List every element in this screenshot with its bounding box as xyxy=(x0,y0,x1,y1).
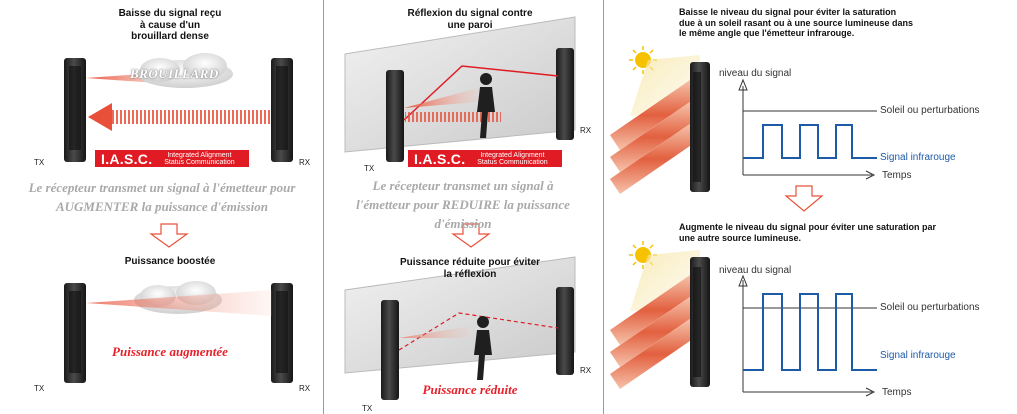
person-icon xyxy=(477,73,495,138)
panel1-title-line: brouillard dense xyxy=(131,31,209,42)
tx-label: TX xyxy=(364,164,375,173)
rx-sensor-icon xyxy=(271,283,293,383)
panel2-title-line: une paroi xyxy=(447,19,493,31)
infrared-beam xyxy=(610,80,700,194)
iasc-badge-name: I.A.S.C. xyxy=(101,150,153,167)
iasc-badge-line: Integrated Alignment xyxy=(480,151,545,159)
y-axis-label: niveau du signal xyxy=(719,68,792,79)
panel2-caption: Le récepteur transmet un signal à l'émet… xyxy=(325,176,601,233)
feedback-signal xyxy=(405,112,501,122)
iasc-badge-name: I.A.S.C. xyxy=(414,150,466,167)
caption-line: Le récepteur transmet un signal à l'émet… xyxy=(28,180,296,195)
tx-label: TX xyxy=(34,384,45,393)
down-arrow-icon xyxy=(784,185,824,212)
panel3-title-line: Baisse le niveau du signal pour éviter l… xyxy=(679,7,897,17)
panel2-subtitle: Puissance réduite pour éviter la réflexi… xyxy=(375,257,565,280)
signal-beam xyxy=(404,88,478,108)
panel3-title-line: due à un soleil rasant ou à une source l… xyxy=(679,17,914,28)
tx-sensor-icon xyxy=(381,300,399,400)
wall xyxy=(344,16,576,153)
panel2-subtitle-line: la réflexion xyxy=(443,268,497,280)
ir-sensor-icon xyxy=(690,257,710,387)
panel1-title: Baisse du signal reçu à cause d'un broui… xyxy=(100,8,240,43)
panel1-result: Puissance augmentée xyxy=(112,344,228,359)
iasc-badge-line: Status Communication xyxy=(164,158,235,166)
panel1-caption: Le récepteur transmet un signal à l'émet… xyxy=(2,178,322,216)
rx-sensor-icon xyxy=(271,58,293,162)
iasc-badge-desc: Integrated Alignment Status Communicatio… xyxy=(158,152,240,166)
iasc-badge: I.A.S.C. Integrated Alignment Status Com… xyxy=(95,150,249,167)
sun-label: Soleil ou perturbations xyxy=(880,105,980,116)
infrared-beam xyxy=(610,275,700,389)
caption-line: l'émetteur pour REDUIRE la puissance xyxy=(356,197,570,212)
panel2-subtitle-line: Puissance réduite pour éviter xyxy=(399,257,541,268)
panel3-subtitle: Augmente le niveau du signal pour éviter… xyxy=(679,222,1017,243)
iasc-badge-desc: Integrated Alignment Status Communicatio… xyxy=(471,152,553,166)
fog-cloud-icon xyxy=(137,53,233,88)
down-arrow-icon xyxy=(149,223,189,248)
ir-signal-line xyxy=(743,293,877,371)
rx-label: RX xyxy=(580,366,592,375)
ir-label: Signal infrarouge xyxy=(880,152,956,163)
tx-sensor-icon xyxy=(64,58,86,162)
rx-label: RX xyxy=(299,158,311,167)
caption-line: AUGMENTER la puissance d'émission xyxy=(55,199,268,214)
iasc-badge-line: Integrated Alignment xyxy=(167,151,232,159)
x-axis-label: Temps xyxy=(882,170,912,181)
ir-label: Signal infrarouge xyxy=(880,350,956,361)
panel3-subtitle-line: une autre source lumineuse. xyxy=(679,232,802,243)
rx-sensor-icon xyxy=(556,48,574,140)
panel1-subtitle: Puissance boostée xyxy=(124,256,216,267)
wall xyxy=(344,256,576,374)
x-axis-label: Temps xyxy=(882,387,912,398)
panel2-result: Puissance réduite xyxy=(422,382,518,397)
iasc-badge: I.A.S.C. Integrated Alignment Status Com… xyxy=(408,150,562,167)
panel3-title: Baisse le niveau du signal pour éviter l… xyxy=(679,7,1014,39)
panel3-subtitle-line: Augmente le niveau du signal pour éviter… xyxy=(679,222,937,232)
tx-label: TX xyxy=(362,404,373,413)
feedback-arrow xyxy=(88,103,270,131)
panel1-title-line: à cause d'un xyxy=(139,19,201,31)
panel2-title-line: Réflexion du signal contre xyxy=(407,8,533,19)
iasc-badge-line: Status Communication xyxy=(477,158,548,166)
person-icon xyxy=(474,316,492,380)
signal-chart-bottom xyxy=(738,274,877,397)
ir-sensor-icon xyxy=(690,62,710,192)
reduced-signal-beam xyxy=(399,326,470,338)
tx-sensor-icon xyxy=(64,283,86,383)
tx-label: TX xyxy=(34,158,45,167)
panel2-title: Réflexion du signal contre une paroi xyxy=(390,8,550,31)
signal-chart-top xyxy=(738,78,877,180)
sun-label: Soleil ou perturbations xyxy=(880,302,980,313)
y-axis-label: niveau du signal xyxy=(719,265,792,276)
rx-label: RX xyxy=(580,126,592,135)
rx-sensor-icon xyxy=(556,287,574,375)
tx-sensor-icon xyxy=(386,70,404,162)
reflection-path xyxy=(403,65,559,121)
panel1-title-line: Baisse du signal reçu xyxy=(118,8,222,19)
rx-label: RX xyxy=(299,384,311,393)
caption-line: d'émission xyxy=(434,216,492,231)
boosted-signal-beam xyxy=(86,290,272,316)
ir-signal-line xyxy=(743,124,877,159)
fog-label: BROUILLARD xyxy=(130,66,219,81)
caption-line: Le récepteur transmet un signal à xyxy=(372,178,554,193)
down-arrow-icon xyxy=(451,223,491,248)
panel3-title-line: le même angle que l'émetteur infrarouge. xyxy=(679,28,855,38)
